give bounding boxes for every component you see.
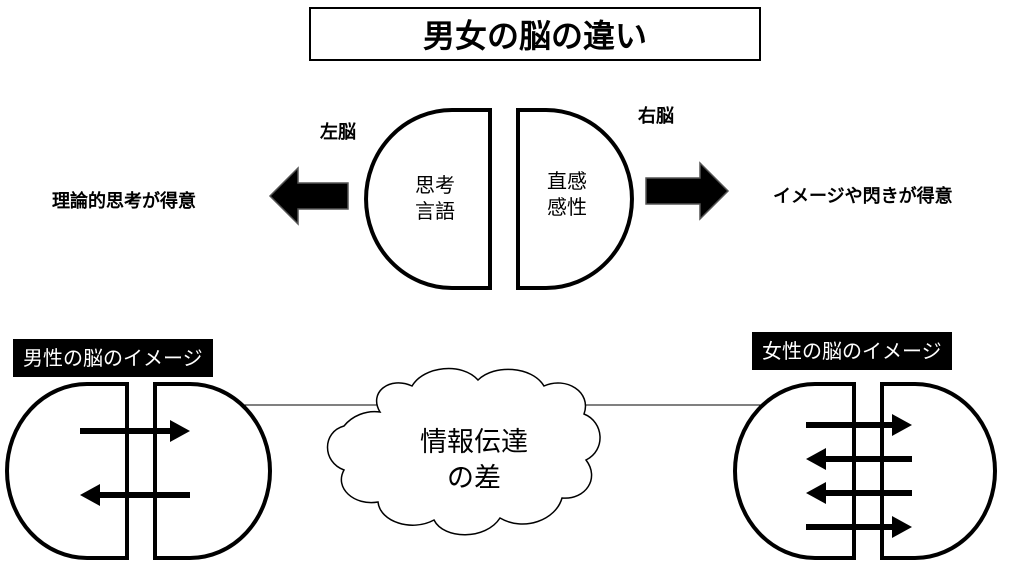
female-arrow-right-head (892, 414, 912, 436)
male-arrows (80, 420, 190, 506)
female-arrow-right-head (892, 516, 912, 538)
right-inner-line-2: 感性 (547, 195, 587, 219)
male-arrow-right-head (170, 420, 190, 442)
cloud-shape (326, 367, 601, 536)
female-arrow-left-head (806, 482, 826, 504)
right-inner-text: 直感 感性 (532, 168, 602, 220)
male-left-hemisphere (5, 382, 129, 560)
left-inner-line-1: 思考 (415, 173, 455, 197)
cloud-line-2: の差 (447, 463, 501, 494)
cloud-line-1: 情報伝達 (420, 427, 528, 458)
right-hemisphere (516, 108, 634, 290)
female-right-hemisphere (880, 382, 997, 560)
male-right-hemisphere (153, 382, 272, 560)
left-arrow-icon (268, 166, 349, 226)
right-inner-line-1: 直感 (547, 169, 587, 193)
cloud-text: 情報伝達 の差 (404, 425, 544, 497)
female-left-hemisphere (733, 382, 856, 560)
male-brain-label: 男性の脳のイメージ (13, 339, 213, 377)
left-brain-label: 左脳 (320, 122, 356, 143)
female-arrows (806, 414, 912, 538)
right-arrow-icon (645, 161, 730, 221)
diagram-title: 男女の脳の違い (309, 7, 761, 61)
female-arrow-left-head (806, 448, 826, 470)
right-effect-text: イメージや閃きが得意 (773, 186, 953, 207)
female-brain-label: 女性の脳のイメージ (752, 332, 952, 370)
left-effect-text: 理論的思考が得意 (52, 191, 196, 212)
male-arrow-left-head (80, 484, 100, 506)
right-brain-label: 右脳 (638, 106, 674, 127)
left-inner-line-2: 言語 (415, 199, 455, 223)
left-hemisphere (364, 108, 492, 290)
left-inner-text: 思考 言語 (400, 172, 470, 224)
